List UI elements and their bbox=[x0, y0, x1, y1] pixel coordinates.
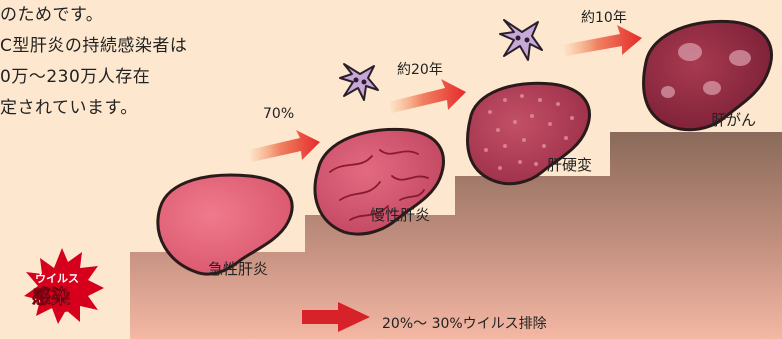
stage-label-chronic: 慢性肝炎 bbox=[370, 204, 430, 225]
stage-label-cirrhosis: 肝硬変 bbox=[547, 154, 592, 175]
years-label-20: 約20年 bbox=[397, 59, 443, 79]
years-label-10: 約10年 bbox=[581, 7, 627, 27]
progress-arrow-20y bbox=[388, 79, 466, 113]
stage-label-cancer: 肝がん bbox=[711, 109, 756, 130]
infection-badge-main: 感染 bbox=[32, 282, 70, 309]
virus-icon-1 bbox=[340, 64, 378, 100]
progress-arrow-70 bbox=[248, 130, 320, 162]
progress-arrow-10y bbox=[562, 25, 642, 56]
elimination-label: 20%〜 30%ウイルス排除 bbox=[382, 313, 547, 333]
rate-label-70: 70% bbox=[263, 106, 294, 122]
stage-label-acute: 急性肝炎 bbox=[208, 258, 268, 279]
virus-icon-2 bbox=[500, 20, 542, 60]
